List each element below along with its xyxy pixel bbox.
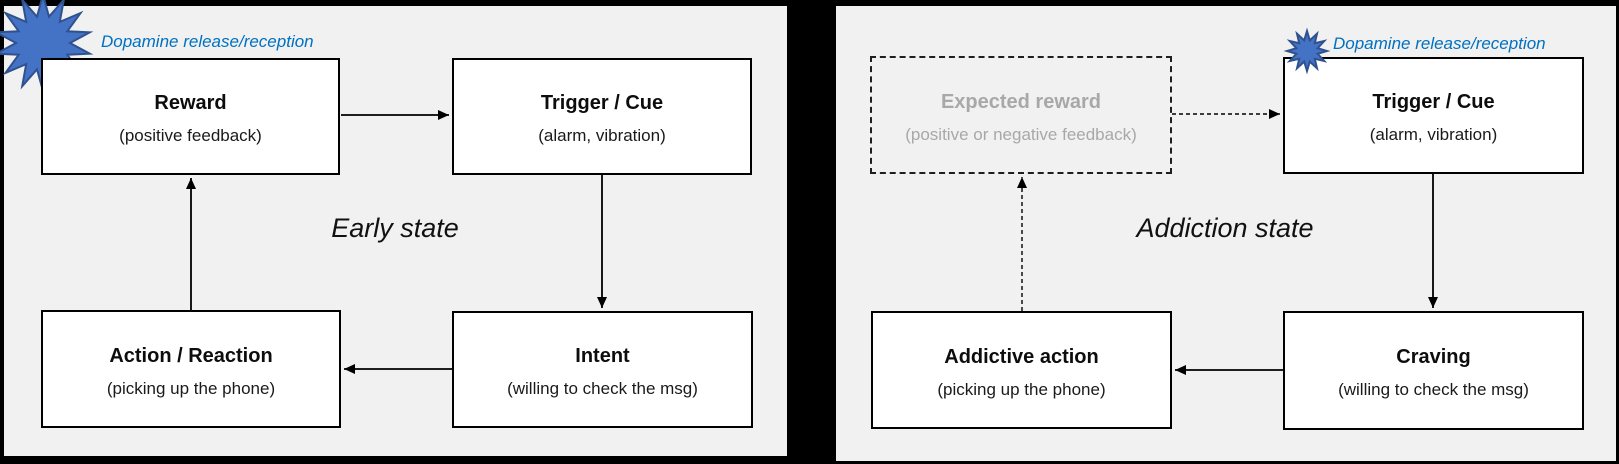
node-subtitle: (willing to check the msg) [507,379,698,399]
node-craving: Craving (willing to check the msg) [1283,311,1584,430]
node-subtitle: (picking up the phone) [937,379,1106,399]
node-title: Action / Reaction [109,344,273,367]
node-expected-reward: Expected reward (positive or negative fe… [870,56,1172,174]
node-subtitle: (willing to check the msg) [1338,380,1529,400]
node-subtitle: (alarm, vibration) [538,126,666,146]
node-title: Addictive action [944,345,1099,368]
node-trigger-cue: Trigger / Cue (alarm, vibration) [1283,57,1584,174]
node-action-reaction: Action / Reaction (picking up the phone) [41,310,341,428]
node-title: Trigger / Cue [540,92,664,115]
node-intent: Intent (willing to check the msg) [452,311,753,428]
state-label-addiction: Addiction state [1136,213,1314,243]
node-subtitle: (alarm, vibration) [1369,125,1498,145]
node-trigger-cue: Trigger / Cue (alarm, vibration) [452,58,752,175]
node-title: Craving [1396,346,1471,369]
node-title: Intent [575,345,630,368]
panel-addiction-state: Expected reward (positive or negative fe… [836,6,1616,461]
node-subtitle: (positive or negative feedback) [905,124,1137,144]
dopamine-label: Dopamine release/reception [1333,34,1546,53]
panel-early-state: Dopamine release/reception Reward (posit… [0,0,787,456]
node-reward: Reward (positive feedback) [41,58,340,175]
state-label-early: Early state [331,213,459,243]
node-title: Expected reward [940,90,1102,113]
node-title: Trigger / Cue [1372,91,1495,114]
node-addictive-action: Addictive action (picking up the phone) [871,311,1172,429]
node-subtitle: (picking up the phone) [106,378,276,398]
dopamine-label: Dopamine release/reception [101,32,314,51]
node-title: Reward [154,92,227,115]
dopamine-starburst-icon [1283,27,1331,75]
node-subtitle: (positive feedback) [119,126,262,146]
